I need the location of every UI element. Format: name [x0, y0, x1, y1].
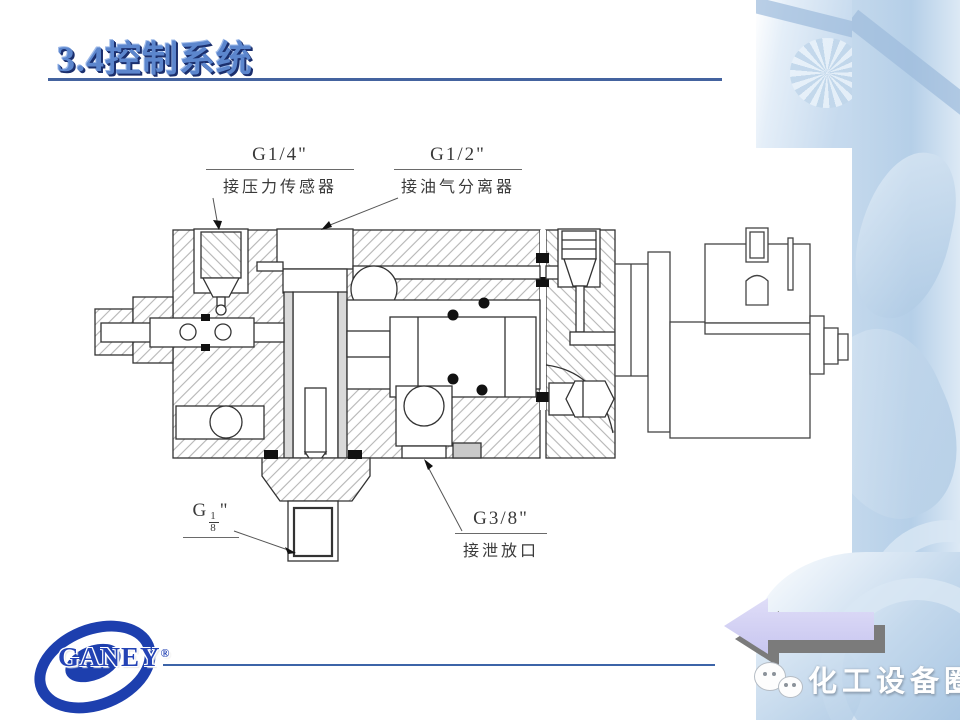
logo-text: GANEY®	[58, 642, 171, 672]
check-ball	[179, 323, 197, 341]
leader-arrowhead	[424, 459, 433, 470]
shaft-artwork	[852, 9, 960, 131]
solenoid-adapter	[614, 263, 649, 377]
registered-mark: ®	[160, 646, 171, 660]
solenoid-body	[669, 321, 811, 439]
wechat-icon	[754, 662, 786, 691]
background-photo-top-right	[756, 0, 960, 148]
page-title: 3.4控制系统	[57, 39, 254, 79]
port-desc-text: 接泄放口	[462, 543, 539, 560]
back-arrow-button[interactable]	[716, 596, 888, 668]
hex-bolt	[565, 380, 615, 418]
ganey-logo: GANEY®	[20, 603, 176, 720]
inlet-fitting	[94, 308, 134, 356]
title-underline	[48, 78, 722, 81]
leader-arrowhead	[285, 547, 296, 554]
label-port-g38: G3/8" 接泄放口	[455, 508, 547, 561]
drain-fitting-flange	[261, 457, 371, 502]
connector-prong	[745, 227, 769, 263]
solenoid-flange	[647, 251, 671, 433]
blade-artwork	[853, 33, 959, 148]
shaft-artwork	[756, 0, 934, 57]
manual-override-nut	[809, 315, 825, 375]
drain-port	[401, 445, 447, 459]
label-port-g12: G1/2" 接油气分离器	[394, 144, 522, 197]
port-desc-text: 接压力传感器	[222, 179, 337, 196]
seal	[536, 253, 549, 263]
ball-valve-element	[350, 265, 398, 313]
separator-port-bore	[276, 228, 354, 270]
gasket	[452, 442, 482, 459]
footer-divider-line	[163, 664, 715, 666]
piston	[389, 316, 537, 398]
cross-bore	[209, 405, 243, 439]
sensor-plug	[200, 231, 242, 279]
sensor-port-bore	[193, 228, 249, 294]
seal	[536, 392, 549, 402]
valve-body-left	[172, 229, 541, 459]
port-size-text: G1/2"	[394, 144, 522, 170]
needle-bore	[557, 228, 601, 288]
connector-pin	[787, 237, 794, 291]
leader-arrowhead	[213, 220, 222, 230]
o-ring	[447, 309, 459, 321]
piston-cavity	[346, 299, 541, 390]
seal	[348, 450, 362, 459]
ball-valve-element	[403, 385, 445, 427]
blade-artwork	[852, 311, 960, 539]
leader-arrowhead	[321, 221, 332, 230]
blade-artwork	[852, 142, 960, 328]
bolt-washer	[548, 382, 576, 416]
drain-fitting-body	[287, 500, 339, 562]
wechat-badge: 化工设备圈	[750, 656, 960, 706]
valve-body-right	[545, 229, 616, 459]
o-ring	[476, 384, 488, 396]
solenoid-connector-box	[704, 243, 811, 324]
o-ring	[447, 373, 459, 385]
wechat-icon	[778, 676, 803, 698]
port-size-text: G3/8"	[455, 508, 547, 534]
wechat-account-name: 化工设备圈	[808, 666, 960, 698]
gear-artwork	[790, 38, 864, 108]
valve-sleeve	[283, 291, 294, 459]
oil-channel	[352, 265, 541, 280]
seal	[536, 277, 549, 287]
port-desc-text: 接油气分离器	[400, 179, 515, 196]
label-port-g14: G1/4" 接压力传感器	[206, 144, 354, 197]
check-ball	[214, 323, 232, 341]
valve-sleeve	[337, 291, 348, 459]
seal	[264, 450, 278, 459]
o-ring	[478, 297, 490, 309]
port-size-text: G1/4"	[206, 144, 354, 170]
